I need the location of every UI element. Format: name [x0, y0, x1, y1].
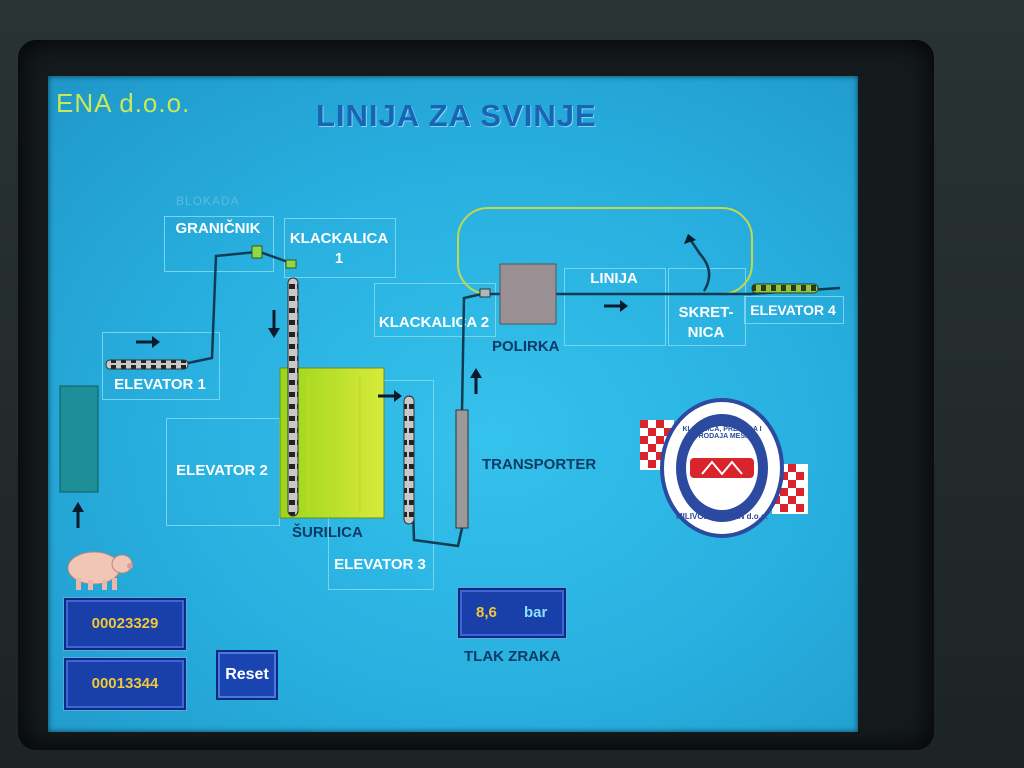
klackalica-1-number: 1: [334, 250, 344, 267]
elevator-3-label: ELEVATOR 3: [334, 556, 426, 573]
process-diagram: [59, 207, 841, 590]
klackalica-1-label: KLACKALICA: [289, 230, 389, 247]
elevator-4-box[interactable]: [744, 296, 844, 324]
skretnica-label-2: NICA: [687, 324, 725, 341]
elevator-3-chain: [403, 395, 415, 525]
track-transporter-to-klackalica2: [460, 292, 483, 412]
polirka-machine: [499, 263, 557, 325]
klackalica-2-label: KLACKALICA 2: [378, 314, 490, 331]
granicnik-box[interactable]: [164, 216, 274, 272]
tlak-zraka-label: TLAK ZRAKA: [464, 648, 561, 665]
brand-label: ENA d.o.o.: [56, 88, 191, 118]
transporter-label: TRANSPORTER: [482, 456, 597, 473]
pressure-value: 8,6: [476, 604, 497, 621]
surilica-label: ŠURILICA: [292, 524, 363, 541]
elevator-2-label: ELEVATOR 2: [176, 462, 268, 479]
granicnik-label: GRANIČNIK: [175, 220, 261, 237]
page-title: LINIJA ZA SVINJE: [316, 98, 597, 133]
reset-button[interactable]: Reset: [216, 650, 278, 700]
pressure-unit: bar: [524, 604, 548, 621]
linija-label: LINIJA: [590, 270, 638, 287]
logo-ring-text: KLAONICA, PRERADA I PRODAJA MESA: [682, 426, 762, 440]
polirka-label: POLIRKA: [492, 338, 560, 355]
elevator-2-chain: [287, 277, 299, 517]
company-logo: [640, 398, 808, 538]
surilica-texture: [307, 372, 361, 514]
elevator-1-label: ELEVATOR 1: [114, 376, 206, 393]
flow-arrows: [72, 234, 696, 528]
klackalica-1-box[interactable]: [284, 218, 396, 278]
klackalica-2-indicator: [479, 288, 491, 298]
blokada-label: BLOKADA: [176, 194, 240, 208]
elevator-4-chain: [751, 283, 819, 294]
elevator-4-label: ELEVATOR 4: [750, 302, 836, 318]
elevator-1-box[interactable]: [102, 332, 220, 400]
linija-box[interactable]: [564, 268, 666, 346]
pressure-display: 8,6 bar: [458, 588, 566, 638]
klackalica-1-indicator: [285, 259, 297, 269]
counter-1: 00023329: [64, 598, 186, 650]
pig-icon: [67, 551, 133, 590]
logo-brand-text: MILIVOJ MEDVEN d.o.o.: [675, 512, 768, 521]
holding-pen: [59, 385, 99, 493]
transporter-column: [455, 409, 469, 529]
skretnica-switch-track: [686, 235, 711, 292]
granicnik-indicator: [251, 245, 263, 259]
counter-2: 00013344: [64, 658, 186, 710]
track-elevator1-to-granicnik: [187, 250, 257, 365]
skretnica-label-1: SKRET-: [678, 304, 734, 321]
track-elevator3-to-transporter: [408, 411, 464, 548]
hmi-screen: ENA d.o.o. LINIJA ZA SVINJE BLOKADA GRAN…: [48, 76, 858, 732]
elevator-1-chain: [105, 359, 189, 370]
klackalica-2-box[interactable]: [374, 283, 496, 337]
track-granicnik-to-klackalica: [259, 250, 289, 264]
